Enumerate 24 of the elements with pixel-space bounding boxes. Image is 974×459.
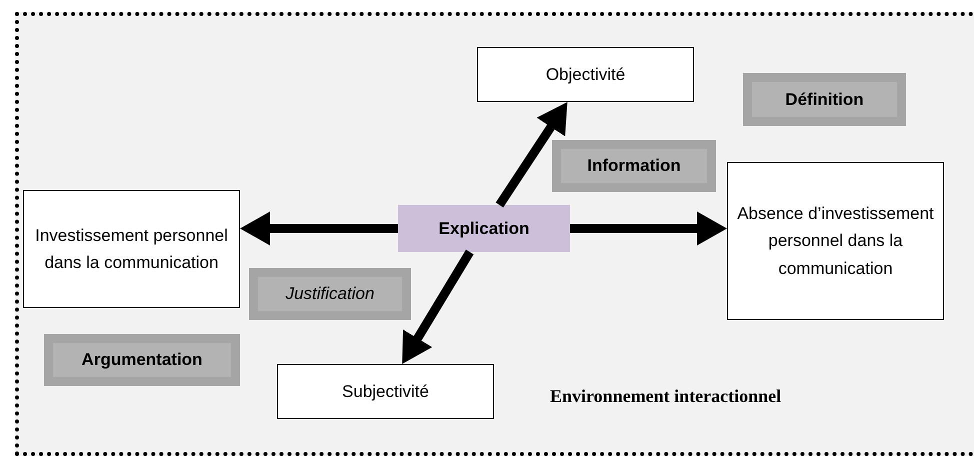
node-text: Explication xyxy=(438,218,530,240)
environment-label: Environnement interactionnel xyxy=(550,385,782,408)
node-text: Objectivité xyxy=(546,64,626,86)
concept-box xyxy=(727,162,944,320)
category-label xyxy=(44,334,240,386)
node-text: Argumentation xyxy=(82,349,202,372)
node-text: Absence d’investissement personnel dans la communication xyxy=(736,203,935,280)
environment-area xyxy=(15,12,974,456)
concept-box xyxy=(277,364,494,419)
concept-box xyxy=(23,190,240,308)
category-label xyxy=(249,268,411,320)
node-text: Définition xyxy=(785,88,864,111)
category-label xyxy=(552,140,716,192)
node-text: Justification xyxy=(286,283,374,306)
arrow xyxy=(496,102,568,208)
node-text: Information xyxy=(587,155,681,178)
concept-box xyxy=(477,47,694,102)
arrow xyxy=(240,212,398,246)
central-box xyxy=(398,205,570,252)
category-label xyxy=(743,73,906,126)
arrow xyxy=(570,212,727,246)
node-text: Subjectivité xyxy=(342,380,429,403)
arrow xyxy=(402,250,474,364)
node-text: Investissement personnel dans la communication xyxy=(34,224,229,274)
